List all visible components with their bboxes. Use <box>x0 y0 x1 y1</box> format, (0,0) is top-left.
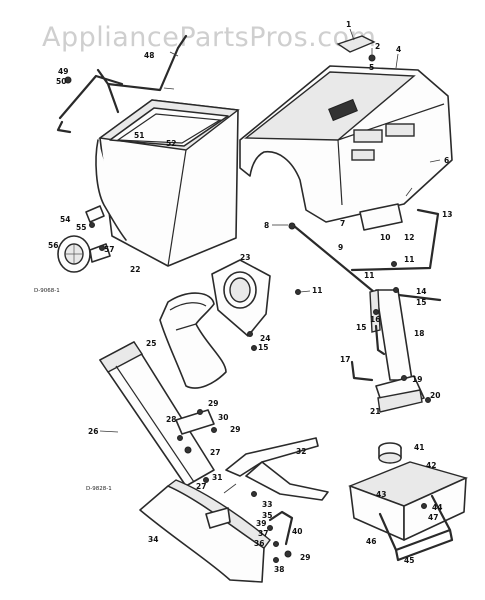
callout-5: 5 <box>369 63 374 72</box>
callout-42: 42 <box>426 461 436 470</box>
diagram-code-top: D-9068-1 <box>34 288 60 294</box>
latch-pin <box>374 324 386 356</box>
callout-45: 45 <box>404 556 414 565</box>
wheel-bracket <box>85 205 105 223</box>
callout-49: 49 <box>58 67 68 76</box>
leader-lines <box>99 28 441 494</box>
hinge-spring <box>268 510 294 546</box>
callout-39: 39 <box>256 519 266 528</box>
watermark: AppliancePartsPros.com <box>42 22 376 53</box>
callout-19: 19 <box>412 375 422 384</box>
callout-27-b: 27 <box>196 482 206 491</box>
cover-bracket <box>359 203 403 231</box>
callout-11-b: 11 <box>364 271 374 280</box>
callout-28: 28 <box>166 415 176 424</box>
callout-55: 55 <box>76 223 86 232</box>
callout-27-a: 27 <box>210 448 220 457</box>
callout-43: 43 <box>376 490 386 499</box>
callout-51: 51 <box>134 131 144 140</box>
weight-box <box>348 461 469 541</box>
callout-24: 24 <box>260 334 270 343</box>
callout-46: 46 <box>366 537 376 546</box>
callout-21: 21 <box>370 407 380 416</box>
callout-16: 16 <box>370 315 380 324</box>
callout-48: 48 <box>144 51 154 60</box>
side-chute-bracket <box>205 507 231 529</box>
hopper-handle <box>58 34 188 120</box>
callout-29-b: 29 <box>230 425 240 434</box>
callout-12: 12 <box>404 233 414 242</box>
callout-6: 6 <box>444 156 449 165</box>
callout-13: 13 <box>442 210 452 219</box>
callout-1: 1 <box>346 20 351 29</box>
callout-11-c: 11 <box>404 255 414 264</box>
lift-rod <box>350 208 440 272</box>
hopper-wheel <box>57 235 111 273</box>
callout-40: 40 <box>292 527 302 536</box>
callout-26: 26 <box>88 427 98 436</box>
callout-9: 9 <box>338 243 343 252</box>
callout-10: 10 <box>380 233 390 242</box>
callout-54: 54 <box>60 215 70 224</box>
callout-47: 47 <box>428 513 438 522</box>
hopper-bag <box>95 99 240 267</box>
callout-2: 2 <box>375 42 380 51</box>
callout-20: 20 <box>430 391 440 400</box>
fill-cap <box>378 442 402 464</box>
callout-4: 4 <box>396 45 401 54</box>
callout-29-a: 29 <box>208 399 218 408</box>
callout-32: 32 <box>296 447 306 456</box>
callout-30: 30 <box>218 413 228 422</box>
callout-15-a: 15 <box>416 298 426 307</box>
callout-36: 36 <box>254 539 264 548</box>
retainer-rod <box>350 360 374 382</box>
callout-56: 56 <box>48 241 58 250</box>
callout-18: 18 <box>414 329 424 338</box>
callout-15-c: 15 <box>258 343 268 352</box>
callout-22: 22 <box>130 265 140 274</box>
weight-handle <box>378 494 454 562</box>
deck-lid <box>336 35 376 53</box>
callout-14: 14 <box>416 287 426 296</box>
callout-52: 52 <box>166 139 176 148</box>
callout-17: 17 <box>340 355 350 364</box>
callout-44: 44 <box>432 503 442 512</box>
diagram-code-bottom: D-9828-1 <box>86 486 112 492</box>
callout-41: 41 <box>414 443 424 452</box>
fastener-50 <box>64 76 72 84</box>
callout-50: 50 <box>56 77 66 86</box>
deck-cover <box>239 65 453 223</box>
mower-blade <box>225 437 329 501</box>
callout-35: 35 <box>262 511 272 520</box>
callout-15-b: 15 <box>356 323 366 332</box>
callout-57: 57 <box>104 245 114 254</box>
callout-23: 23 <box>240 253 250 262</box>
chute-clamp <box>175 409 215 435</box>
callout-numbers: 1 2 4 5 6 7 8 9 10 11 11 11 12 13 14 15 … <box>48 20 452 574</box>
callout-33: 33 <box>262 500 272 509</box>
elbow-hose <box>159 292 227 389</box>
callout-7: 7 <box>340 219 345 228</box>
side-chute <box>139 479 271 583</box>
callout-38: 38 <box>274 565 284 574</box>
callout-37: 37 <box>258 529 268 538</box>
callout-29-c: 29 <box>300 553 310 562</box>
chute-adapter <box>211 259 271 337</box>
callout-31: 31 <box>212 473 222 482</box>
callout-11-a: 11 <box>312 286 322 295</box>
callout-25: 25 <box>146 339 156 348</box>
callout-8: 8 <box>264 221 269 230</box>
hopper-hinge-rod <box>56 120 72 134</box>
callout-34: 34 <box>148 535 158 544</box>
